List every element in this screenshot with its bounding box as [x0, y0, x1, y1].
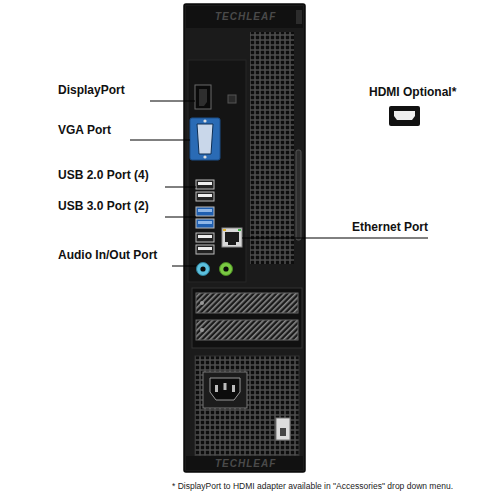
port-label: USB 2.0 Port (4) [58, 169, 149, 183]
watermark: TECHLEAF [215, 458, 276, 470]
vent-grid [250, 32, 294, 264]
expansion-bay [192, 288, 302, 348]
hdmi-icon [389, 106, 420, 126]
leader-line [165, 217, 196, 218]
port-detail [228, 95, 236, 103]
leader-line [242, 238, 428, 239]
psu-switch-toggle [280, 428, 286, 436]
port-label: VGA Port [58, 124, 111, 138]
audio-in-jack [197, 263, 210, 276]
usb2-port [196, 233, 214, 242]
usb2-port [196, 192, 214, 201]
power-socket-frame [203, 372, 247, 408]
slot-cover [196, 320, 298, 340]
usb-tongue [198, 194, 212, 197]
usb3-port [196, 207, 214, 216]
leader-line [130, 140, 190, 141]
audio-out-jack [220, 263, 233, 276]
usb2-port [196, 180, 214, 189]
lock-tab [296, 10, 302, 24]
ethernet-connector [222, 228, 242, 247]
usb-tongue [198, 247, 212, 250]
usb2-port [196, 245, 214, 254]
slot-cover [196, 293, 298, 313]
psu-grid [195, 356, 299, 456]
bottom-strip [186, 456, 303, 470]
watermark: TECHLEAF [215, 11, 276, 23]
usb-tongue [198, 209, 212, 212]
slot-screw [200, 328, 204, 332]
displayport-socket [199, 89, 207, 106]
top-strip [186, 6, 303, 28]
usb-tongue [198, 221, 212, 224]
displayport-connector [195, 85, 211, 109]
footnote: * DisplayPort to HDMI adapter available … [172, 482, 453, 492]
usb3-port [196, 219, 214, 228]
vga-socket [197, 124, 213, 154]
ethernet-socket [225, 232, 239, 245]
ethernet-led [238, 229, 241, 231]
jack-hole [200, 266, 205, 271]
option-label: HDMI Optional* [369, 86, 456, 100]
vga-connector [190, 118, 220, 160]
power-socket [210, 378, 240, 400]
port-label: Audio In/Out Port [58, 249, 157, 263]
power-pin [232, 385, 235, 392]
port-label: USB 3.0 Port (2) [58, 200, 149, 214]
slot-screw [200, 301, 204, 305]
side-latch [296, 150, 301, 240]
power-pin [224, 383, 227, 390]
ethernet-led [223, 229, 226, 231]
power-pin [215, 385, 218, 392]
psu-switch [276, 418, 290, 440]
usb-tongue [198, 235, 212, 238]
leader-line [165, 187, 196, 188]
vga-screw [203, 155, 206, 158]
usb-tongue [198, 182, 212, 185]
leader-line [172, 266, 196, 267]
hdmi-socket [394, 111, 415, 120]
jack-hole [223, 266, 228, 271]
port-label: DisplayPort [58, 84, 125, 98]
port-panel [188, 60, 246, 282]
port-label: Ethernet Port [352, 221, 428, 235]
vga-screw [203, 119, 206, 122]
leader-line [150, 101, 195, 102]
